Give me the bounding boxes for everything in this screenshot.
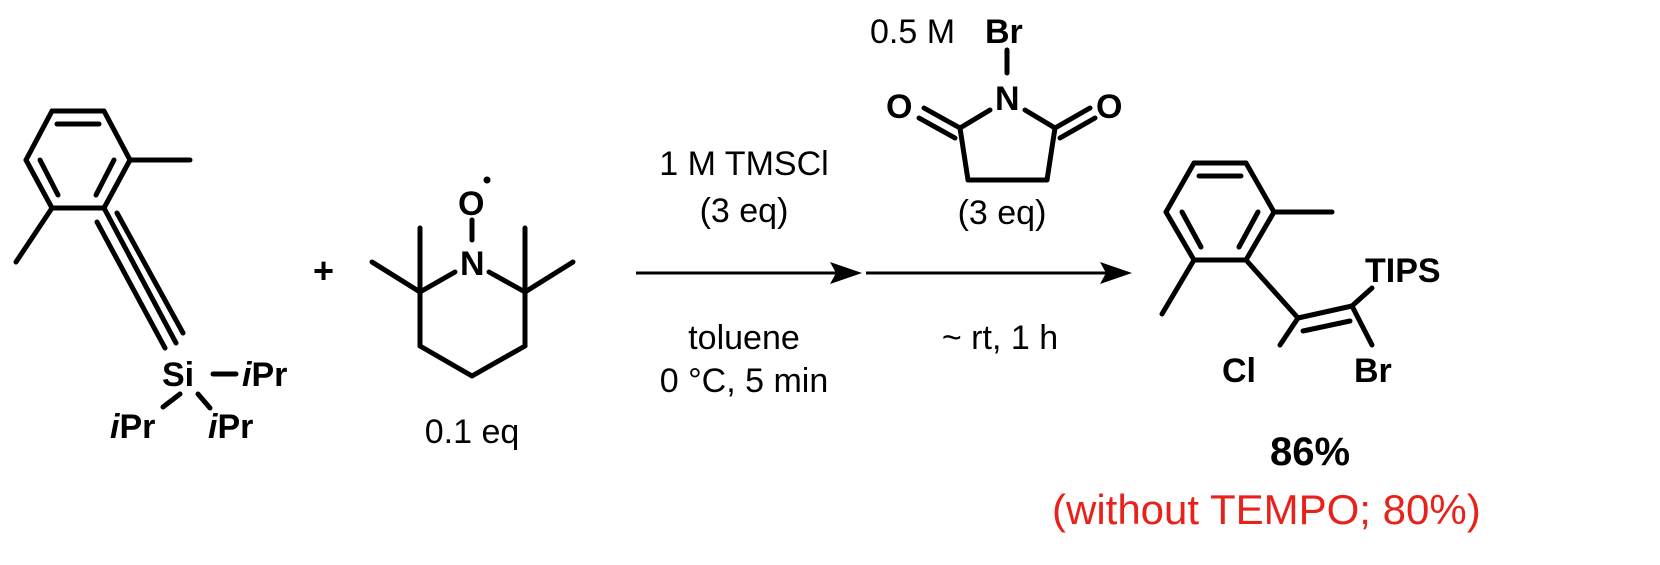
step1-reagent-equiv: (3 eq) (700, 192, 789, 230)
substrate-ipr-left: iPr (110, 408, 155, 446)
step2-arrow (866, 262, 1132, 284)
product-yield: 86% (1270, 430, 1350, 474)
product-molecule: TIPS Cl Br (1159, 160, 1441, 390)
tempo-methyl-groups (369, 225, 576, 295)
substrate-si-label: Si (162, 356, 194, 394)
product-bromine: Br (1354, 352, 1392, 390)
product-methyl-left (1159, 257, 1197, 317)
nbs-concentration: 0.5 M (870, 13, 955, 51)
nbs-molecule: 0.5 M Br N O O (3 eq) (870, 13, 1122, 232)
tempo-molecule: O N 0.1 eq (369, 176, 576, 451)
nbs-carbonyls (916, 105, 1098, 141)
step1-solvent: toluene (688, 319, 800, 357)
substrate-benzene-ring (23, 108, 133, 211)
product-chlorine: Cl (1222, 352, 1256, 390)
tempo-radical-dot (483, 176, 491, 184)
substrate-alkyne (94, 205, 186, 351)
substrate-methyl-left (13, 205, 55, 265)
nbs-nitrogen: N (995, 80, 1020, 118)
step2-conditions: ~ rt, 1 h (942, 319, 1058, 357)
plus-sign: + (313, 250, 334, 291)
product-tips: TIPS (1365, 252, 1441, 290)
tempo-nitrogen: N (460, 245, 485, 283)
tempo-oxygen: O (458, 185, 484, 223)
substrate-molecule: Si iPr iPr iPr (13, 108, 287, 446)
tempo-ring (417, 269, 528, 379)
step1-conditions: 0 °C, 5 min (660, 362, 829, 400)
nbs-bromine: Br (985, 13, 1023, 51)
yield-note-without-tempo: (without TEMPO; 80%) (1052, 486, 1481, 533)
substrate-si-ipr-bond-bottom (195, 391, 213, 411)
product-vinyl (1243, 257, 1375, 348)
nbs-equiv: (3 eq) (958, 194, 1047, 232)
substrate-si-ipr-bond-left (160, 391, 183, 410)
nbs-oxygen-right: O (1096, 88, 1122, 126)
step1-arrow (636, 262, 862, 284)
substrate-ipr-bottom: iPr (208, 408, 253, 446)
nbs-oxygen-left: O (886, 88, 912, 126)
product-benzene-ring (1163, 160, 1277, 263)
step1-reagent: 1 M TMSCl (659, 145, 828, 183)
substrate-ipr-right: iPr (242, 356, 287, 394)
nbs-ring (957, 107, 1058, 183)
tempo-amount: 0.1 eq (425, 413, 520, 451)
